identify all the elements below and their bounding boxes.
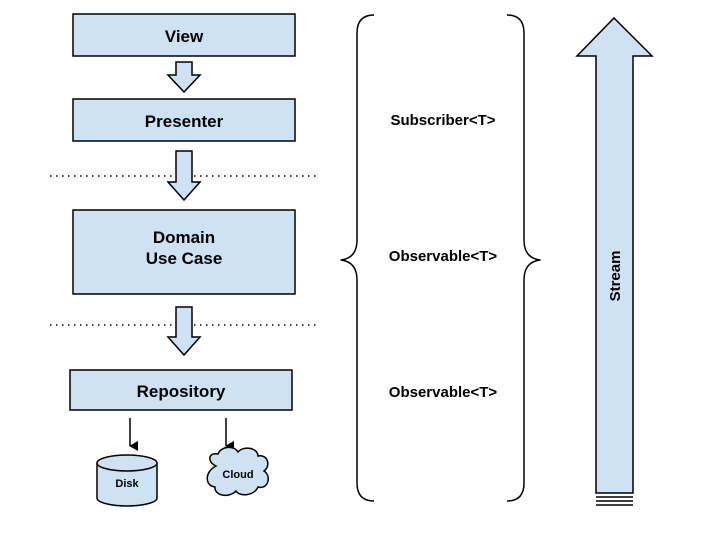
cloud-icon: Cloud — [206, 446, 269, 497]
view-to-presenter-arrow — [166, 61, 202, 94]
left-brace — [340, 14, 375, 502]
stream-label: Stream — [607, 251, 624, 302]
stream-arrow: Stream — [575, 16, 654, 506]
presenter-box: Presenter — [72, 98, 296, 142]
cloud-label: Cloud — [222, 469, 253, 481]
presenter-label: Presenter — [145, 112, 224, 131]
domain-label: Domain — [153, 228, 215, 247]
view-label: View — [165, 27, 204, 46]
observable-domain-type-label: Observable<T> — [389, 248, 498, 265]
presenter-to-domain-arrow — [166, 150, 202, 202]
right-brace — [506, 14, 541, 502]
repository-label: Repository — [137, 382, 226, 401]
disk-icon: Disk — [96, 454, 158, 507]
disk-label: Disk — [115, 478, 139, 490]
subscriber-type-label: Subscriber<T> — [390, 112, 495, 129]
repository-box: Repository — [69, 369, 293, 411]
domain-to-repository-arrow — [166, 306, 202, 357]
domain-box: Domain Use Case — [72, 209, 296, 295]
view-box: View — [72, 13, 296, 57]
use-case-label: Use Case — [146, 249, 223, 268]
observable-repository-type-label: Observable<T> — [389, 384, 498, 401]
